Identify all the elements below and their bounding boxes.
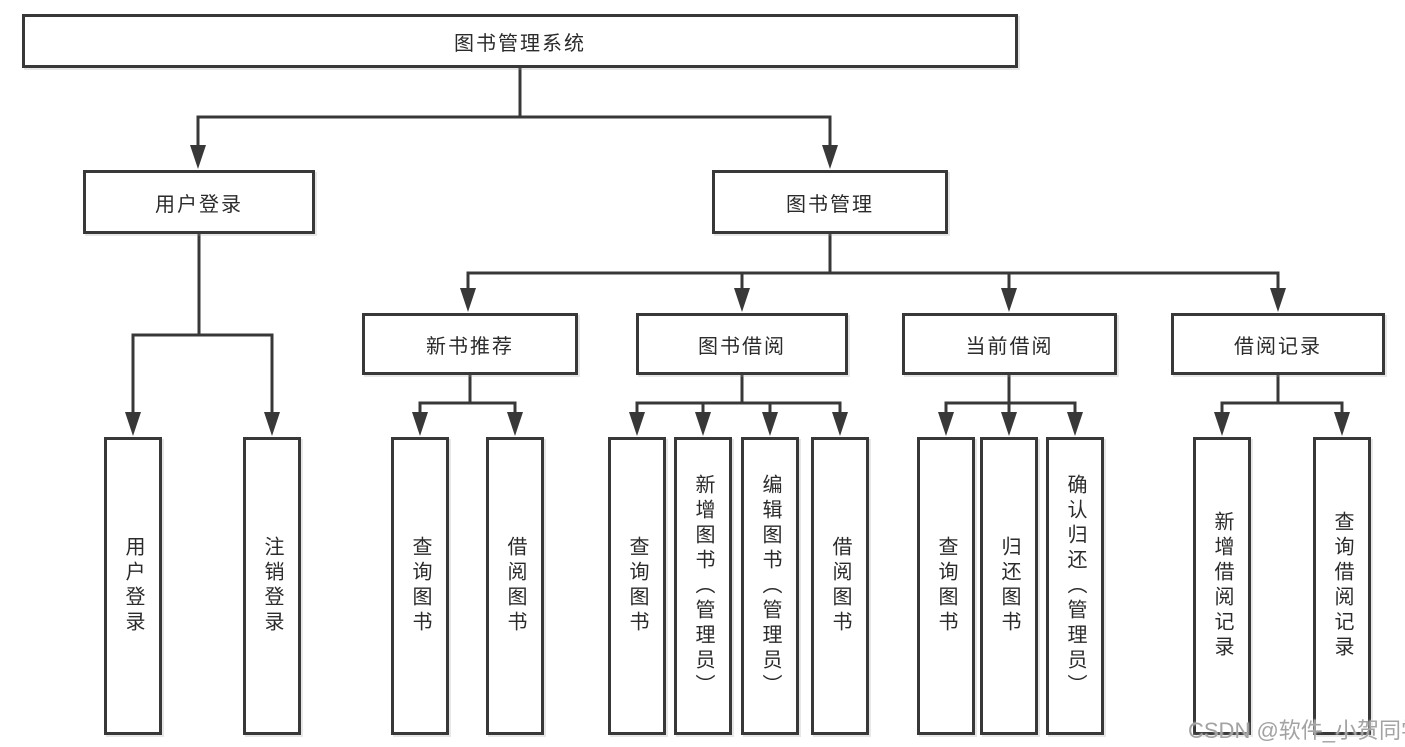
arrowhead xyxy=(1334,412,1350,436)
node-query-books-recommend: 查询图书 xyxy=(391,437,449,735)
arrowhead xyxy=(264,412,280,436)
connector-user-login-group xyxy=(131,232,274,416)
node-label: 图书管理系统 xyxy=(454,32,586,55)
arrowhead xyxy=(460,288,476,312)
node-label: 新书推荐 xyxy=(426,335,514,358)
node-label: 查询借阅记录 xyxy=(1331,511,1353,661)
node-return-book: 归还图书 xyxy=(980,437,1038,735)
node-label: 新增图书（管理员） xyxy=(692,473,714,699)
node-new-book-recommend: 新书推荐 xyxy=(362,313,578,375)
node-logout: 注销登录 xyxy=(243,437,301,735)
node-label: 确认归还（管理员） xyxy=(1064,473,1086,699)
node-label: 借阅记录 xyxy=(1234,335,1322,358)
node-borrow-book-recommend: 借阅图书 xyxy=(486,437,544,735)
connector-current-borrow-group xyxy=(944,373,1077,416)
node-add-borrow-record: 新增借阅记录 xyxy=(1193,437,1251,735)
arrowhead xyxy=(1214,412,1230,436)
node-borrow-records: 借阅记录 xyxy=(1171,313,1385,375)
node-confirm-return-admin: 确认归还（管理员） xyxy=(1046,437,1104,735)
arrowhead xyxy=(412,412,428,436)
arrowhead xyxy=(734,288,750,312)
csdn-watermark: CSDN @软件_小贺同学 xyxy=(1188,718,1405,743)
arrowhead xyxy=(1001,288,1017,312)
arrowhead xyxy=(938,412,954,436)
node-add-book-admin: 新增图书（管理员） xyxy=(674,437,732,735)
node-edit-book-admin: 编辑图书（管理员） xyxy=(741,437,799,735)
node-query-books-current: 查询图书 xyxy=(917,437,975,735)
arrowhead xyxy=(1001,412,1017,436)
node-book-borrow: 图书借阅 xyxy=(636,313,848,375)
connector-book-management-group xyxy=(466,232,1280,292)
node-label: 编辑图书（管理员） xyxy=(759,473,781,699)
node-label: 用户登录 xyxy=(122,536,144,636)
node-label: 当前借阅 xyxy=(965,335,1054,358)
node-user-login: 用户登录 xyxy=(83,170,315,234)
node-label: 新增借阅记录 xyxy=(1211,511,1233,661)
arrowhead xyxy=(190,145,206,169)
arrowhead xyxy=(762,412,778,436)
node-label: 查询图书 xyxy=(626,536,648,636)
node-borrow-book: 借阅图书 xyxy=(811,437,869,735)
node-label: 借阅图书 xyxy=(829,536,851,636)
node-label: 图书借阅 xyxy=(698,335,786,358)
node-label: 归还图书 xyxy=(998,536,1020,636)
node-label: 注销登录 xyxy=(261,536,283,636)
arrowheads xyxy=(125,145,1350,436)
arrowhead xyxy=(695,412,711,436)
arrowhead xyxy=(832,412,848,436)
node-label: 图书管理 xyxy=(786,193,874,216)
connector-root-to-level2 xyxy=(196,66,832,149)
arrowhead xyxy=(1067,412,1083,436)
arrowhead xyxy=(822,145,838,169)
node-current-borrow: 当前借阅 xyxy=(902,313,1117,375)
connector-new-book-group xyxy=(418,373,517,416)
arrowhead xyxy=(1270,288,1286,312)
node-label: 用户登录 xyxy=(155,193,243,216)
arrowhead xyxy=(507,412,523,436)
arrowhead xyxy=(629,412,645,436)
connector-borrow-records-group xyxy=(1220,373,1344,416)
node-library-management-system: 图书管理系统 xyxy=(22,14,1018,68)
node-label: 借阅图书 xyxy=(504,536,526,636)
arrowhead xyxy=(125,412,141,436)
node-label: 查询图书 xyxy=(935,536,957,636)
node-query-borrow-record: 查询借阅记录 xyxy=(1313,437,1371,735)
node-label: 查询图书 xyxy=(409,536,431,636)
node-book-management: 图书管理 xyxy=(712,170,948,234)
node-query-books-borrow: 查询图书 xyxy=(608,437,666,735)
node-user-login-leaf: 用户登录 xyxy=(104,437,162,735)
connector-book-borrow-group xyxy=(635,373,842,416)
